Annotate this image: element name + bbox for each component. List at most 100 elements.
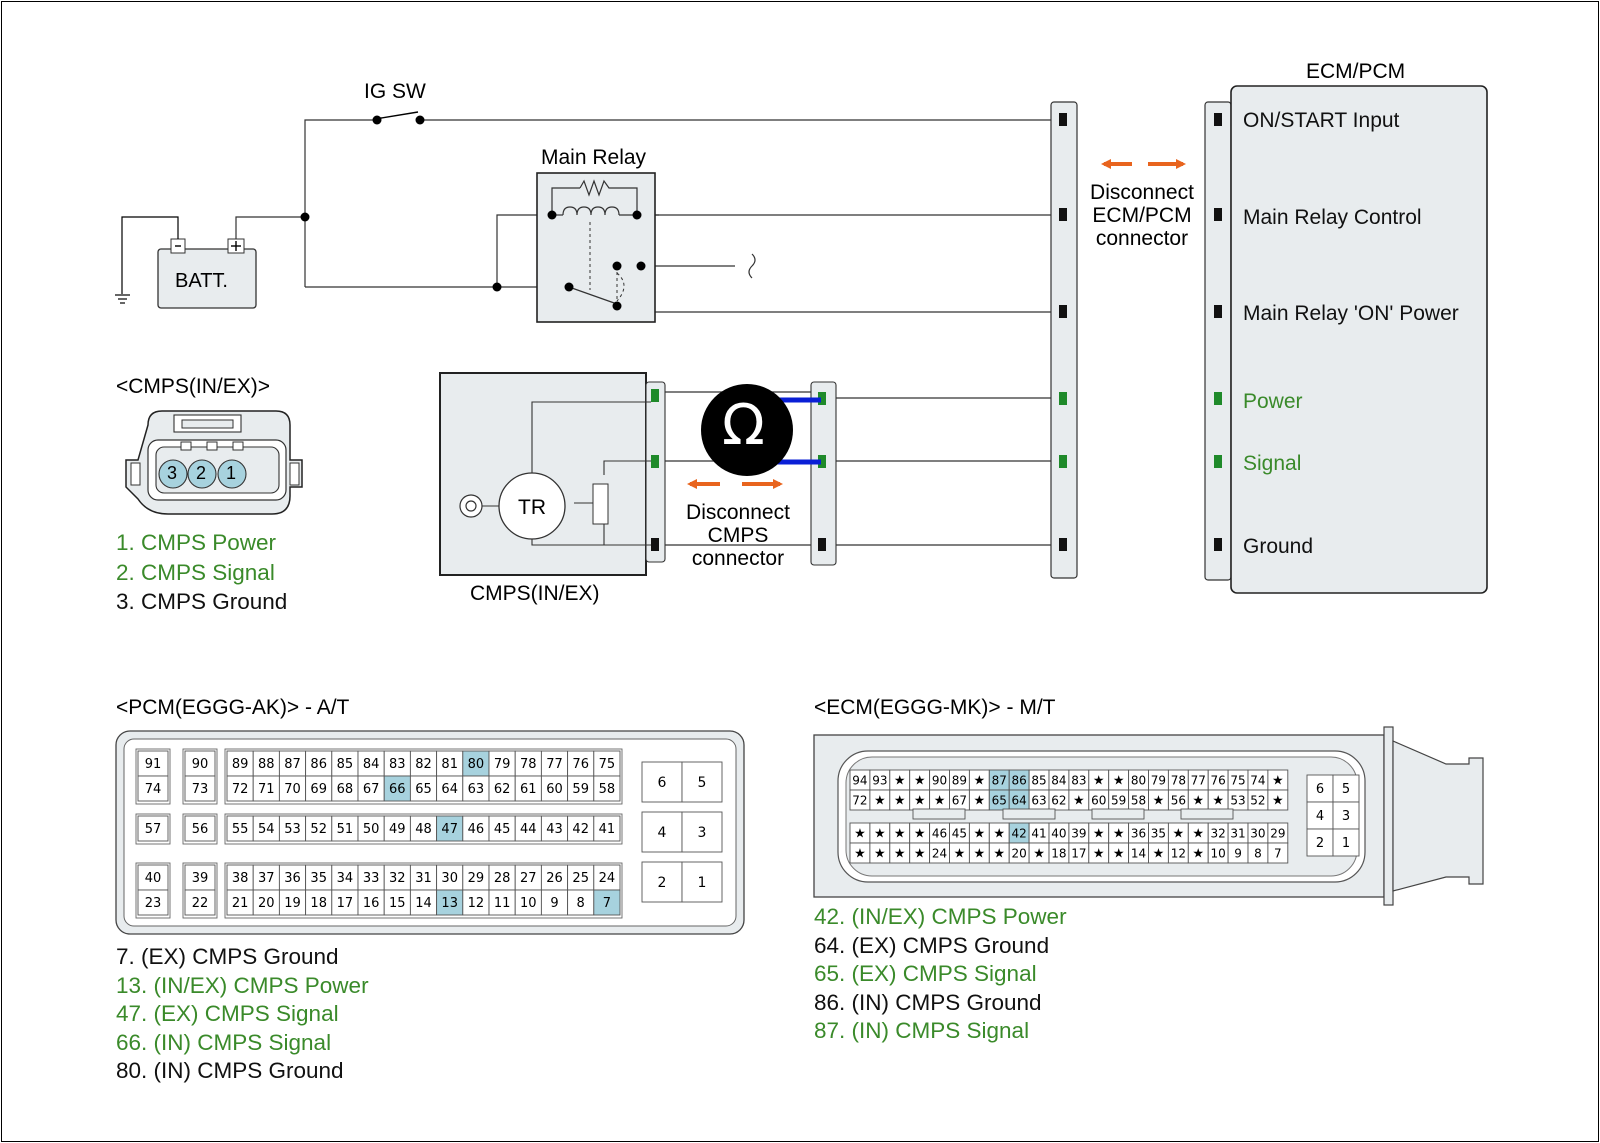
pin-label: 76 xyxy=(572,757,589,772)
pin-label: 46 xyxy=(932,826,947,840)
pin-label: ★ xyxy=(1192,827,1204,842)
cmps-connector-face xyxy=(125,410,303,515)
pin-cell xyxy=(278,815,307,842)
pin-cell xyxy=(436,775,464,802)
pin-label: 36 xyxy=(284,871,301,886)
ecm-connector-title: <ECM(EGGG-MK)> - M/T xyxy=(814,696,1056,719)
pin-label: 47 xyxy=(441,822,458,837)
pin-cell xyxy=(137,815,169,842)
pin-cell xyxy=(331,889,359,916)
pin-cell xyxy=(593,815,621,842)
pin-frame xyxy=(224,813,623,845)
pin-label: 46 xyxy=(468,822,485,837)
pin-cell xyxy=(436,815,464,842)
pin-label: 29 xyxy=(1270,826,1285,840)
pin-cell xyxy=(488,864,516,891)
pin-label: ★ xyxy=(1113,827,1125,842)
pin-label: 6 xyxy=(658,775,667,791)
pin-label: 14 xyxy=(415,896,432,911)
pin-label: ★ xyxy=(1173,827,1185,842)
pin-label: 7 xyxy=(603,896,611,911)
ecm-signal-ground: Ground xyxy=(1243,535,1314,558)
pin-label: 1 xyxy=(1342,836,1350,851)
pin-cell xyxy=(226,889,254,916)
pin-label: 41 xyxy=(599,822,616,837)
pin-label: 62 xyxy=(494,782,511,797)
pin-cell xyxy=(488,750,516,777)
pin-label: 43 xyxy=(546,822,563,837)
pin-cell xyxy=(383,889,411,916)
legend-item: 64. (EX) CMPS Ground xyxy=(814,932,1050,958)
pin-cell xyxy=(488,815,516,842)
pin-label: 45 xyxy=(494,822,511,837)
pin-label: 91 xyxy=(145,757,162,772)
pin-label: 29 xyxy=(468,871,485,886)
pin-label: ★ xyxy=(894,827,906,842)
pin-label: 31 xyxy=(1230,826,1245,840)
pin-label: 72 xyxy=(232,782,249,797)
pin-label: 30 xyxy=(441,871,458,886)
pin-label: 79 xyxy=(494,757,511,772)
cmps-sensor xyxy=(439,372,666,576)
pin-cell xyxy=(462,815,490,842)
pin-cell xyxy=(514,815,542,842)
pin-label: 58 xyxy=(1131,793,1146,807)
pin-cell xyxy=(331,750,359,777)
cmps-connector-title: <CMPS(IN/EX)> xyxy=(116,375,271,398)
side-pin-cell xyxy=(641,761,683,803)
pin-label: 90 xyxy=(932,773,947,787)
pin-label: 50 xyxy=(363,822,380,837)
pin-label: ★ xyxy=(974,827,986,842)
pin-label: 14 xyxy=(1131,846,1146,860)
ecm-signal-on-start: ON/START Input xyxy=(1243,109,1400,132)
pin-label: 16 xyxy=(363,896,380,911)
pin-label: 32 xyxy=(389,871,406,886)
pin-label: 20 xyxy=(258,896,275,911)
pin-label: 82 xyxy=(415,757,432,772)
pin-cell xyxy=(514,750,542,777)
pin-label: ★ xyxy=(1212,794,1224,809)
pin-cell xyxy=(357,750,385,777)
pin-label: ★ xyxy=(894,847,906,862)
pin-label: 86 xyxy=(310,757,327,772)
legend-item: 66. (IN) CMPS Signal xyxy=(116,1029,332,1055)
pin-label: 27 xyxy=(520,871,537,886)
legend-item: 2. CMPS Signal xyxy=(116,559,275,585)
ecm-signal-power: Power xyxy=(1243,390,1303,413)
legend-item: 7. (EX) CMPS Ground xyxy=(116,944,339,969)
pin-label: 45 xyxy=(952,826,967,840)
pin-cell xyxy=(305,775,333,802)
pin-label: 42 xyxy=(1012,826,1027,840)
pin-label: ★ xyxy=(1192,847,1204,862)
pin-label: 4 xyxy=(1316,809,1324,824)
pin-cell xyxy=(1267,842,1289,864)
pin-cell xyxy=(252,750,280,777)
pin-cell xyxy=(593,775,621,802)
ecm-pin-legend: 42. (IN/EX) CMPS Power 64. (EX) CMPS Gro… xyxy=(814,903,1067,1046)
pin-cell xyxy=(305,750,333,777)
pin-label: 12 xyxy=(1171,846,1186,860)
pin-cell xyxy=(1267,789,1289,811)
pin-label: 44 xyxy=(520,822,537,837)
pin-label: 62 xyxy=(1051,793,1066,807)
battery-label: BATT. xyxy=(175,270,228,292)
pin-label: 21 xyxy=(232,896,249,911)
pin-label: 24 xyxy=(599,871,616,886)
pin-cell xyxy=(226,815,254,842)
pin-label: 90 xyxy=(192,757,209,772)
ohmmeter-icon xyxy=(701,384,821,476)
pin-label: 63 xyxy=(1031,793,1046,807)
pin-cell xyxy=(409,815,438,842)
pin-label: 5 xyxy=(698,775,707,791)
pin-label: 86 xyxy=(1012,773,1027,787)
pin-label: 83 xyxy=(389,757,406,772)
pin-label: 93 xyxy=(872,773,887,787)
pin-label: 72 xyxy=(852,793,867,807)
pin-label: 49 xyxy=(389,822,406,837)
pin-cell xyxy=(357,775,385,802)
pin-label: ★ xyxy=(874,794,886,809)
